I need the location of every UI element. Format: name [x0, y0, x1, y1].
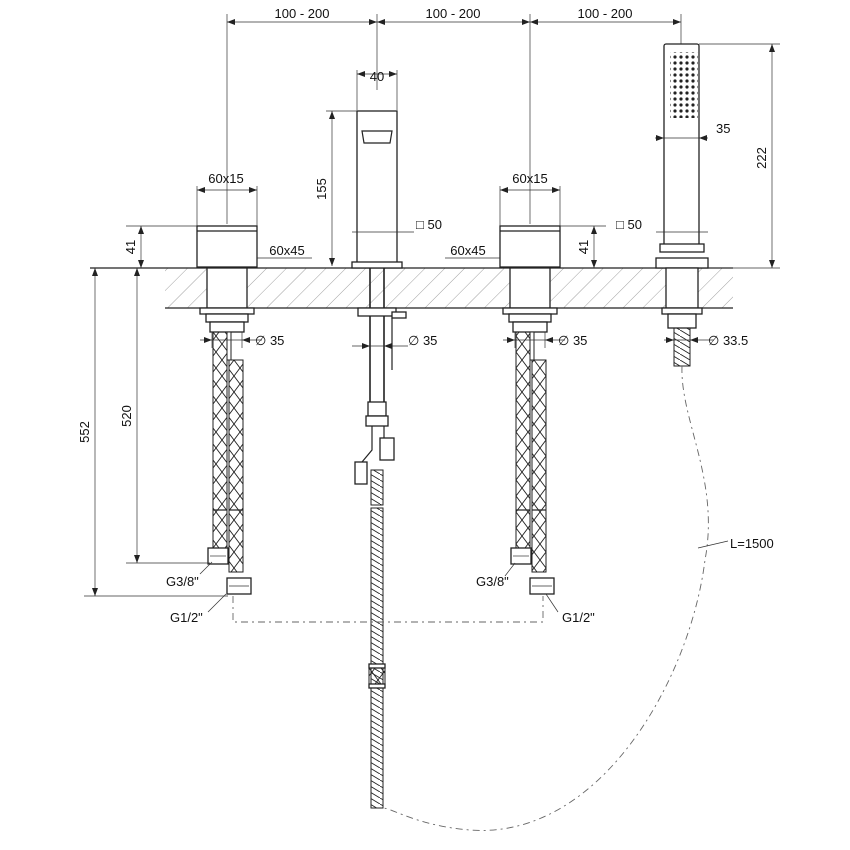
shower-hose-length-label: L=1500 — [730, 536, 774, 551]
countertop — [90, 267, 733, 309]
left-handle-top-label: 60x15 — [208, 171, 243, 186]
spacing-label-1: 100 - 200 — [275, 6, 330, 21]
hand-shower — [383, 43, 780, 831]
left-thread-small-label: G3/8" — [166, 574, 199, 589]
right-thread-small-label: G3/8" — [476, 574, 509, 589]
length-552-label: 552 — [77, 421, 92, 443]
spout-diameter-label: ∅ 35 — [408, 333, 437, 348]
spacing-label-2: 100 - 200 — [426, 6, 481, 21]
connection-dashed-line — [232, 596, 544, 623]
spout-square-label: □ 50 — [416, 217, 442, 232]
right-handle-top-label: 60x15 — [512, 171, 547, 186]
top-dimensions — [226, 14, 682, 224]
left-handle — [196, 186, 312, 333]
right-handle-height-label: 41 — [576, 240, 591, 254]
spout — [326, 110, 414, 809]
spacing-label-3: 100 - 200 — [578, 6, 633, 21]
left-handle-height-dimension — [126, 225, 197, 268]
left-thread-large-label: G1/2" — [170, 610, 203, 625]
shower-diameter-label: ∅ 33.5 — [708, 333, 748, 348]
left-diameter-label: ∅ 35 — [255, 333, 284, 348]
right-hoses — [503, 331, 565, 595]
right-thread-large-label: G1/2" — [562, 610, 595, 625]
right-handle-side-label: 60x45 — [450, 243, 485, 258]
spout-width-dimension — [356, 70, 398, 110]
hose-length-dimensions — [84, 268, 228, 597]
left-handle-height-label: 41 — [123, 240, 138, 254]
right-diameter-label: ∅ 35 — [558, 333, 587, 348]
right-handle — [445, 186, 606, 333]
left-handle-side-label: 60x45 — [269, 243, 304, 258]
shower-width-label: 35 — [716, 121, 730, 136]
left-hoses — [200, 331, 262, 595]
length-520-label: 520 — [119, 405, 134, 427]
spout-height-label: 155 — [314, 178, 329, 200]
shower-height-label: 222 — [754, 147, 769, 169]
spout-width-label: 40 — [370, 69, 384, 84]
shower-square-label: □ 50 — [616, 217, 642, 232]
